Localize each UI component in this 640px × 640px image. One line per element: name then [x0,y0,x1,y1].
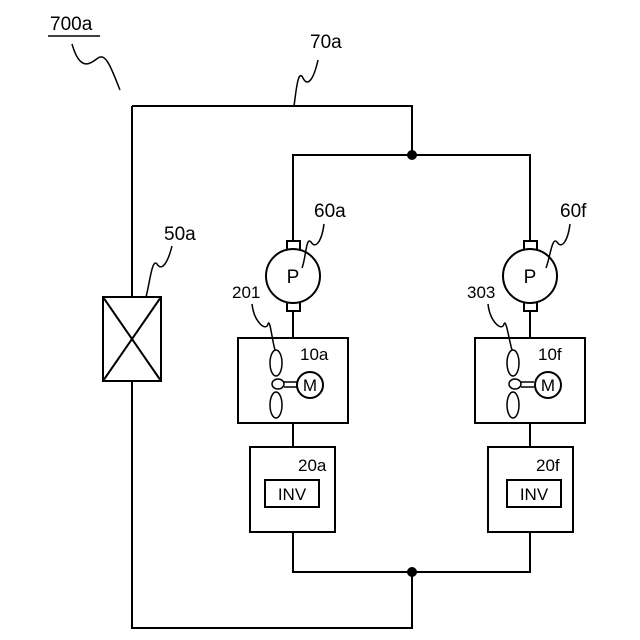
pump-a-symbol: P [287,267,300,288]
system-label: 700a [50,14,93,35]
inverter-unit-f-label: 20f [536,456,560,475]
fan-motor-unit-a-label: 10a [300,345,329,364]
pump-f-symbol: P [524,267,537,288]
fan-f-hub [509,379,521,389]
fan-a-label: 201 [232,283,260,302]
heat-exchanger-leader [146,246,172,297]
pump-f-label: 60f [560,201,587,222]
fan-f-blade-top [507,350,519,376]
fan-motor-unit-f [475,338,585,423]
upper-header-pipe [293,155,530,240]
motor-a-symbol: M [303,376,317,395]
inverter-unit-a-label: 20a [298,456,327,475]
lower-junction-node [407,567,417,577]
loop-label-leader [294,60,318,106]
motor-f-symbol: M [541,376,555,395]
system-label-leader [72,44,120,90]
pump-a-label: 60a [314,201,346,222]
loop-label: 70a [310,32,342,53]
heat-exchanger-label: 50a [164,224,196,245]
inverter-a-inv-text: INV [278,485,307,504]
fan-f-blade-bottom [507,392,519,418]
fan-f-label: 303 [467,283,495,302]
fan-motor-unit-a [238,338,348,423]
lower-header-pipe [293,532,530,572]
inverter-f-inv-text: INV [520,485,549,504]
upper-junction-node [407,150,417,160]
loop-pipe-top [132,106,412,155]
fan-a-blade-bottom [270,392,282,418]
fan-a-hub [272,379,284,389]
fan-a-blade-top [270,350,282,376]
fan-motor-unit-f-label: 10f [538,345,562,364]
